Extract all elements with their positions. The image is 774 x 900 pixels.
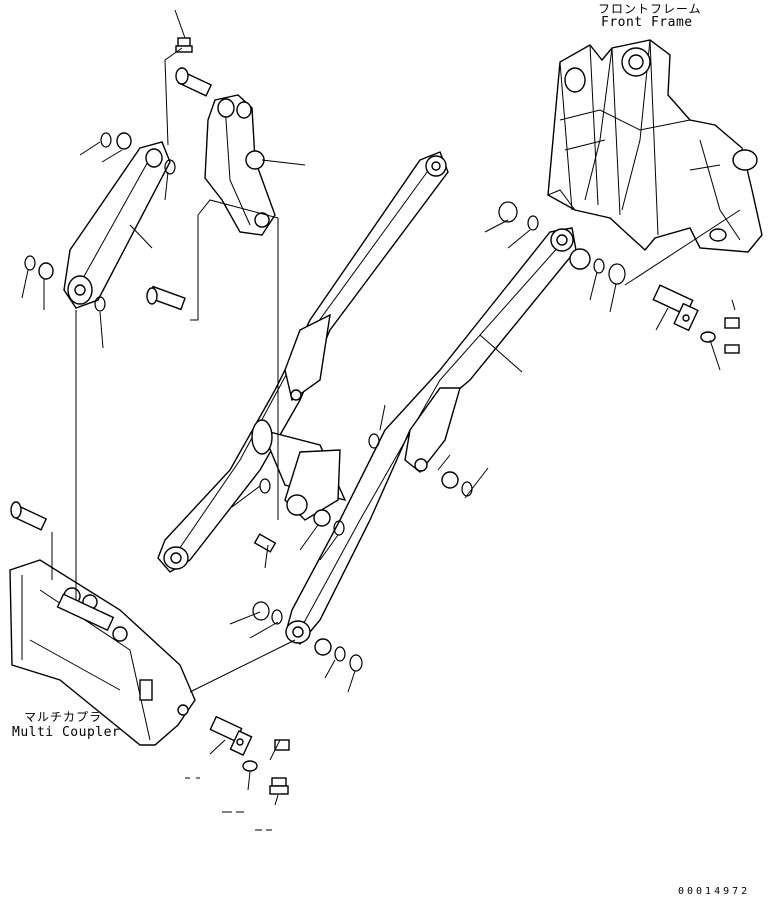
pin-coupler-top (10, 501, 48, 531)
grease-fitting-top (175, 37, 193, 53)
cross-tube (251, 419, 347, 521)
pin-middle (146, 285, 186, 311)
document-number: 00014972 (678, 886, 751, 897)
tilt-link (63, 141, 171, 309)
front-frame (547, 39, 763, 253)
pin-top (175, 67, 213, 97)
bolt-lower (242, 739, 290, 795)
front-frame-label-en: Front Frame (601, 15, 693, 30)
pin-lower (209, 715, 253, 756)
pin-right (652, 284, 740, 354)
front-frame-label-ja: フロントフレーム (598, 2, 702, 16)
leader-lines (21, 9, 741, 831)
lift-arm-back (157, 151, 449, 573)
multi-coupler-label-ja: マルチカプラ (24, 710, 103, 724)
lift-arm-front (285, 227, 577, 645)
bellcrank (204, 94, 276, 236)
multi-coupler-label-en: Multi Coupler (12, 725, 121, 740)
